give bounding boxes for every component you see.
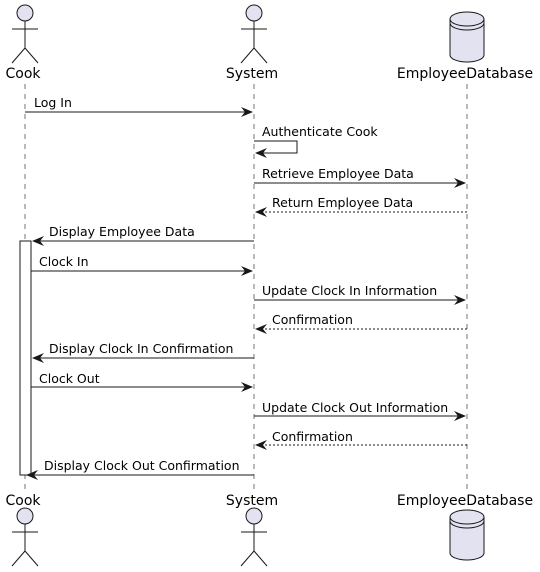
message-authenticate-cook: Authenticate Cook	[254, 124, 378, 158]
participant-system-bottom: System	[226, 493, 278, 567]
participant-system-top: System	[226, 4, 278, 82]
message-clock-out: Clock Out	[31, 371, 253, 392]
actor-icon	[11, 507, 39, 567]
participant-label-system: System	[226, 493, 278, 509]
actor-icon	[240, 507, 268, 567]
actor-icon	[11, 4, 39, 64]
message-label: Confirmation	[272, 429, 353, 444]
participant-cook-top: Cook	[5, 4, 41, 82]
message-label: Display Clock Out Confirmation	[44, 458, 240, 473]
message-display-clock-out-confirmation: Display Clock Out Confirmation	[26, 458, 254, 480]
message-update-clock-out-information: Update Clock Out Information	[254, 400, 466, 421]
message-label: Update Clock Out Information	[262, 400, 448, 415]
message-return-employee-data: Return Employee Data	[255, 195, 467, 217]
message-display-clock-in-confirmation: Display Clock In Confirmation	[32, 341, 254, 363]
database-icon	[449, 11, 485, 63]
participant-employee-database-top: EmployeeDatabase	[397, 11, 533, 82]
message-label: Update Clock In Information	[262, 283, 437, 298]
message-label: Display Employee Data	[49, 224, 195, 239]
message-label: Authenticate Cook	[262, 124, 378, 139]
message-log-in: Log In	[25, 95, 253, 117]
message-confirmation-clock-out: Confirmation	[255, 429, 467, 450]
participant-label-employee-database: EmployeeDatabase	[397, 66, 533, 82]
message-confirmation-clock-in: Confirmation	[255, 312, 467, 334]
participant-label-system: System	[226, 66, 278, 82]
participant-label-cook: Cook	[5, 493, 41, 509]
message-label: Confirmation	[272, 312, 353, 327]
message-retrieve-employee-data: Retrieve Employee Data	[254, 166, 466, 188]
message-label: Display Clock In Confirmation	[49, 341, 233, 356]
message-clock-in: Clock In	[31, 254, 253, 276]
message-label: Log In	[34, 95, 72, 110]
activation-bar-cook	[19, 240, 32, 476]
message-display-employee-data: Display Employee Data	[32, 224, 254, 246]
message-update-clock-in-information: Update Clock In Information	[254, 283, 466, 305]
message-label: Return Employee Data	[272, 195, 413, 210]
message-label: Retrieve Employee Data	[262, 166, 414, 181]
message-label: Clock In	[39, 254, 89, 269]
participant-employee-database-bottom: EmployeeDatabase	[397, 493, 533, 561]
participant-label-employee-database: EmployeeDatabase	[397, 493, 533, 509]
actor-icon	[240, 4, 268, 64]
message-arrow	[254, 140, 298, 158]
participant-label-cook: Cook	[5, 66, 41, 82]
participant-cook-bottom: Cook	[5, 493, 41, 567]
database-icon	[449, 509, 485, 561]
message-label: Clock Out	[39, 371, 100, 386]
